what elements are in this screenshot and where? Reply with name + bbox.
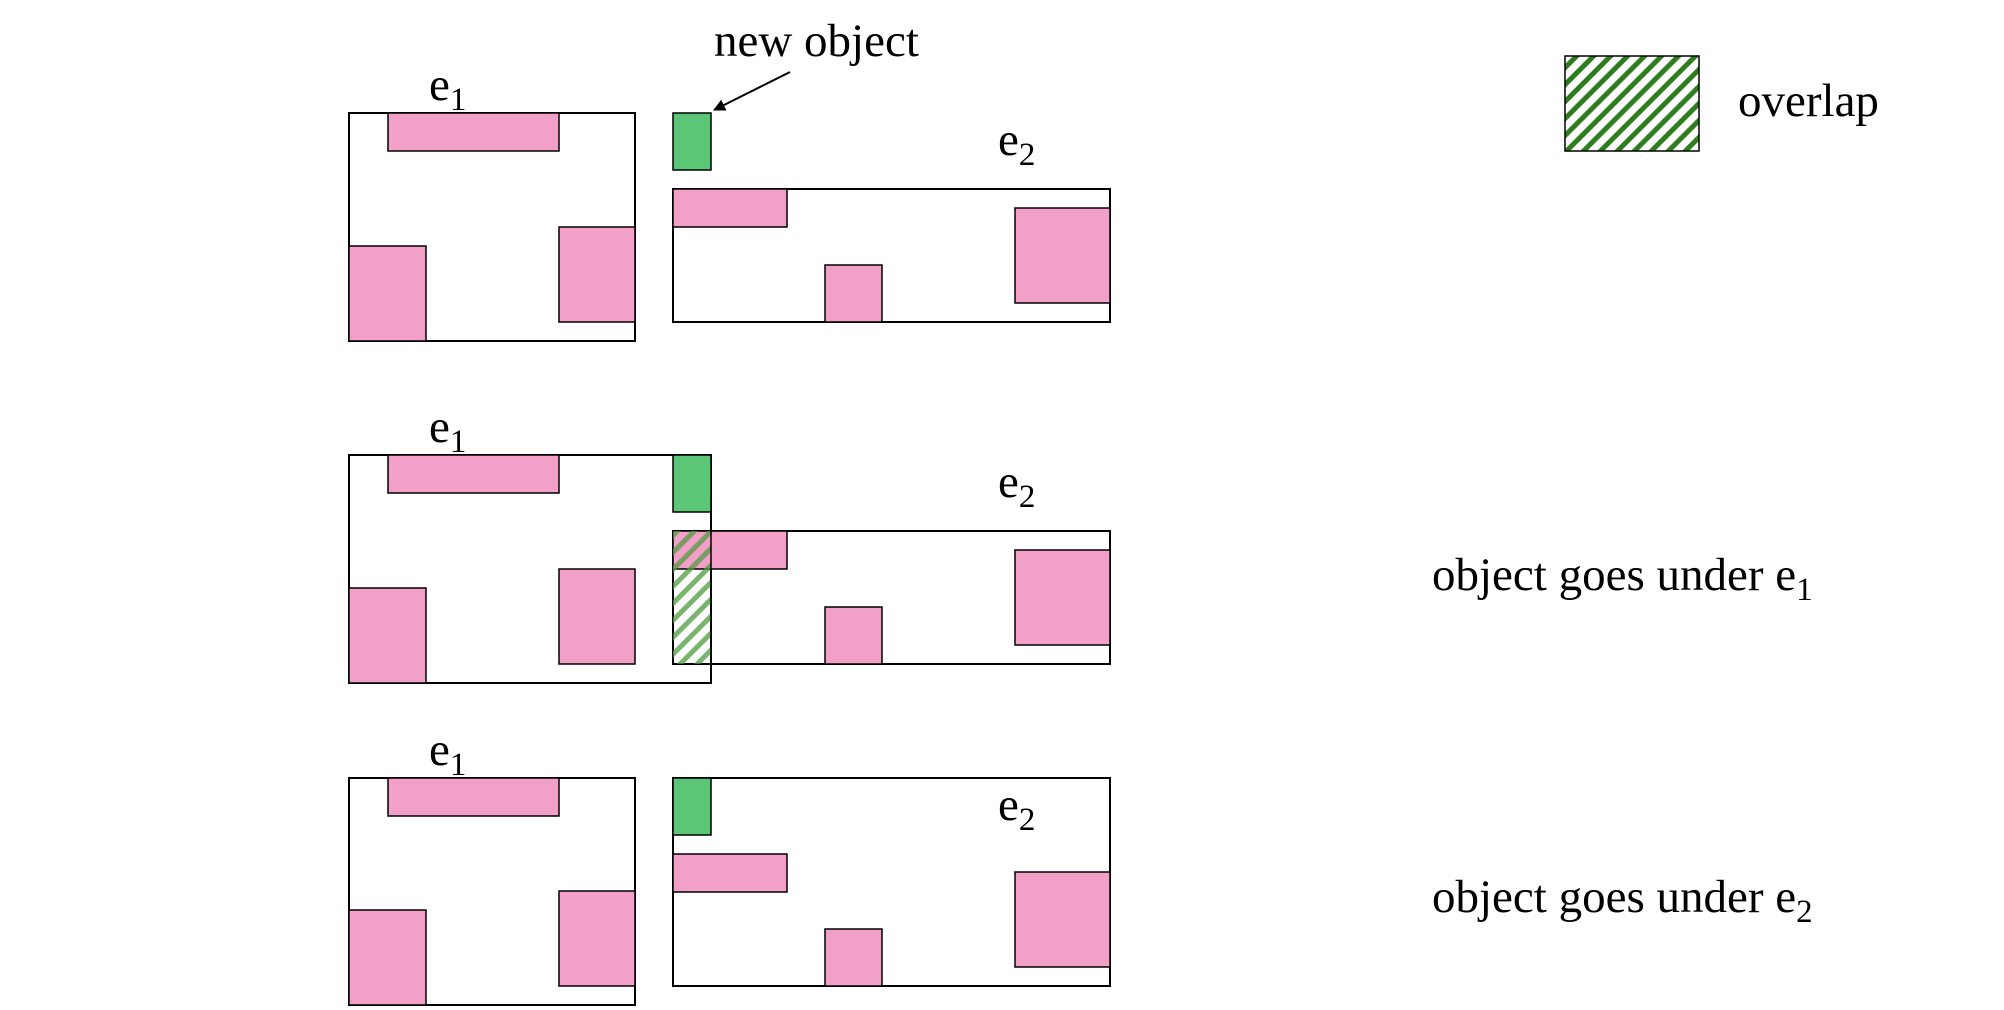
object-rect <box>824 928 883 987</box>
entry-e2-label: e2 <box>998 114 1035 173</box>
object-rect <box>672 853 788 893</box>
new-object-rect <box>672 112 712 171</box>
object-rect <box>558 568 636 665</box>
row-3: e1 e2 object goes under e2 <box>348 724 1813 1006</box>
new-object-arrow <box>713 71 791 111</box>
new-object-rect <box>672 777 712 836</box>
row-2: e1 e2 object goes under e1 <box>348 401 1813 684</box>
entry-e2-row1: e2 <box>672 114 1111 323</box>
entry-e1-row3: e1 <box>348 724 636 1006</box>
object-rect <box>348 587 427 684</box>
entry-e1-label: e1 <box>429 724 466 783</box>
entry-e1-row1: e1 <box>348 59 636 342</box>
object-rect <box>1014 549 1111 646</box>
entry-e2-row3: e2 <box>672 777 1111 987</box>
object-rect <box>387 777 560 817</box>
new-object-rect <box>672 454 712 513</box>
object-rect <box>824 264 883 323</box>
entry-e1-row2: e1 <box>348 401 712 684</box>
object-rect <box>387 454 560 494</box>
row-1: e1 new object e2 <box>348 15 1111 342</box>
entry-e1-label: e1 <box>429 401 466 460</box>
object-rect <box>387 112 560 152</box>
object-rect <box>558 890 636 987</box>
overlap-legend-label: overlap <box>1738 75 1879 127</box>
caption-row2: object goes under e1 <box>1432 549 1813 608</box>
object-rect <box>1014 207 1111 304</box>
entry-e2-label: e2 <box>998 779 1035 838</box>
caption-row3: object goes under e2 <box>1432 871 1813 930</box>
entry-e2-label: e2 <box>998 456 1035 515</box>
legend: overlap <box>1564 55 1879 152</box>
object-rect <box>672 188 788 228</box>
object-rect <box>1014 871 1111 968</box>
overlap-swatch <box>1564 55 1700 152</box>
object-rect <box>348 245 427 342</box>
entry-e2-row2: e2 <box>672 456 1111 665</box>
overlap-region <box>673 531 711 664</box>
entry-e1-label: e1 <box>429 59 466 118</box>
new-object-label: new object <box>714 15 919 67</box>
object-rect <box>558 226 636 323</box>
object-rect <box>824 606 883 665</box>
object-rect <box>348 909 427 1006</box>
